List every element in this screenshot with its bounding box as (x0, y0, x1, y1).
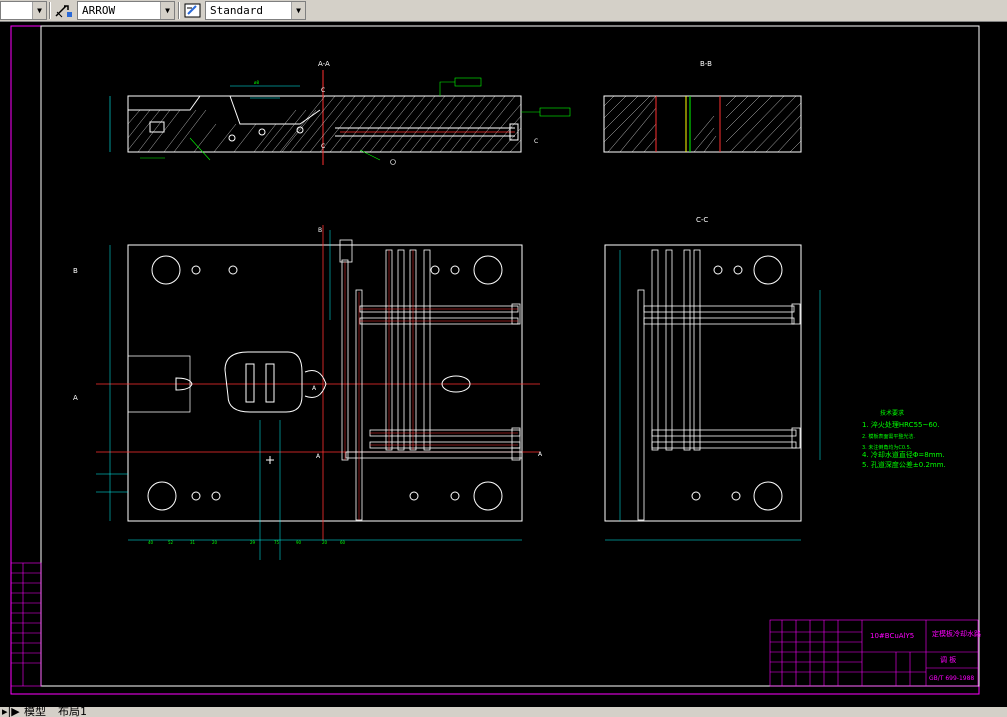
layout-tab-bar: ▸|▶ 模型 布局1 (0, 707, 1007, 717)
standard-text: GB/T 699-1988 (929, 675, 974, 682)
marker-a-left: A (73, 394, 78, 402)
marker-c-mid: C (321, 143, 325, 150)
svg-text:90: 90 (296, 540, 302, 545)
chevron-down-icon: ▼ (160, 2, 174, 19)
chevron-down-icon: ▼ (32, 2, 46, 19)
tech-note-1: 1. 淬火处理HRC55~60. (862, 420, 939, 429)
svg-text:75: 75 (274, 540, 280, 545)
marker-c-top: C (321, 87, 325, 94)
toolbar-separator (49, 2, 51, 19)
toolbar: ▼ ARROW ▼ Standard ▼ (0, 0, 1007, 22)
part-name-text: 定模板冷却水路 (932, 629, 981, 638)
svg-text:20: 20 (212, 540, 218, 545)
previous-dropdown-partial[interactable]: ▼ (0, 1, 47, 20)
revision-block (10, 562, 42, 687)
text-style-value: Standard (210, 4, 263, 17)
tech-note-5: 5. 孔道深度公差±0.2mm. (862, 460, 946, 469)
marker-a-mid: A (316, 453, 321, 460)
marker-a-center: A (312, 385, 317, 392)
svg-text:20: 20 (322, 540, 328, 545)
section-aa-label: A-A (318, 60, 330, 68)
drawing-border-outer (10, 25, 980, 695)
title-block: 10#BCuAlY5 定模板冷却水路 调 板 GB/T 699-1988 (769, 619, 981, 687)
dimension-style-value: ARROW (82, 4, 116, 17)
text-style-select[interactable]: Standard ▼ (205, 1, 306, 20)
material-text: 10#BCuAlY5 (870, 632, 914, 640)
marker-b-left: B (73, 267, 78, 275)
tech-notes-title: 技术要求 (880, 409, 904, 417)
svg-text:29: 29 (250, 540, 256, 545)
marker-a-right: A (538, 451, 543, 458)
svg-text:40: 40 (148, 540, 154, 545)
tech-note-2: 2. 模板表面需平整光洁. (862, 433, 915, 440)
technical-notes: 技术要求 1. 淬火处理HRC55~60. 2. 模板表面需平整光洁. 3. 未… (862, 409, 946, 469)
section-cc-label: C-C (696, 216, 708, 224)
section-bb-label: B-B (700, 60, 712, 68)
tech-note-3: 3. 未注倒角均为C0.5. (862, 444, 912, 451)
dimension-style-icon (55, 5, 72, 18)
dimension-style-button[interactable] (53, 1, 75, 20)
section-cc-view[interactable]: C-C (604, 216, 821, 541)
svg-text:31: 31 (190, 540, 196, 545)
toolbar-separator (178, 2, 180, 19)
main-plan-view[interactable]: 40 52 31 20 29 75 90 20 60 B B A A A A (73, 225, 543, 560)
drawing-border-inner (40, 25, 980, 687)
part-name2-text: 调 板 (940, 655, 956, 664)
tab-layout1[interactable]: 布局1 (58, 707, 87, 717)
section-bb-view[interactable]: B-B (603, 60, 802, 153)
text-style-icon (184, 3, 201, 18)
marker-c-right: C (534, 138, 538, 145)
svg-text:52: 52 (168, 540, 174, 545)
marker-b-plan: B (318, 227, 322, 234)
dimension-style-select[interactable]: ARROW ▼ (77, 1, 175, 20)
svg-text:ø8: ø8 (254, 80, 259, 85)
chevron-down-icon: ▼ (291, 2, 305, 19)
section-aa-view[interactable]: A-A ø8 C C C (109, 60, 571, 165)
text-style-button[interactable] (182, 1, 204, 20)
tab-nav-arrows[interactable]: ▸|▶ (2, 707, 20, 717)
svg-text:60: 60 (340, 540, 346, 545)
tab-model[interactable]: 模型 (24, 707, 46, 717)
drawing-canvas[interactable]: A-A ø8 C C C B-B (0, 22, 1007, 707)
tech-note-4: 4. 冷却水道直径Φ=8mm. (862, 450, 945, 459)
